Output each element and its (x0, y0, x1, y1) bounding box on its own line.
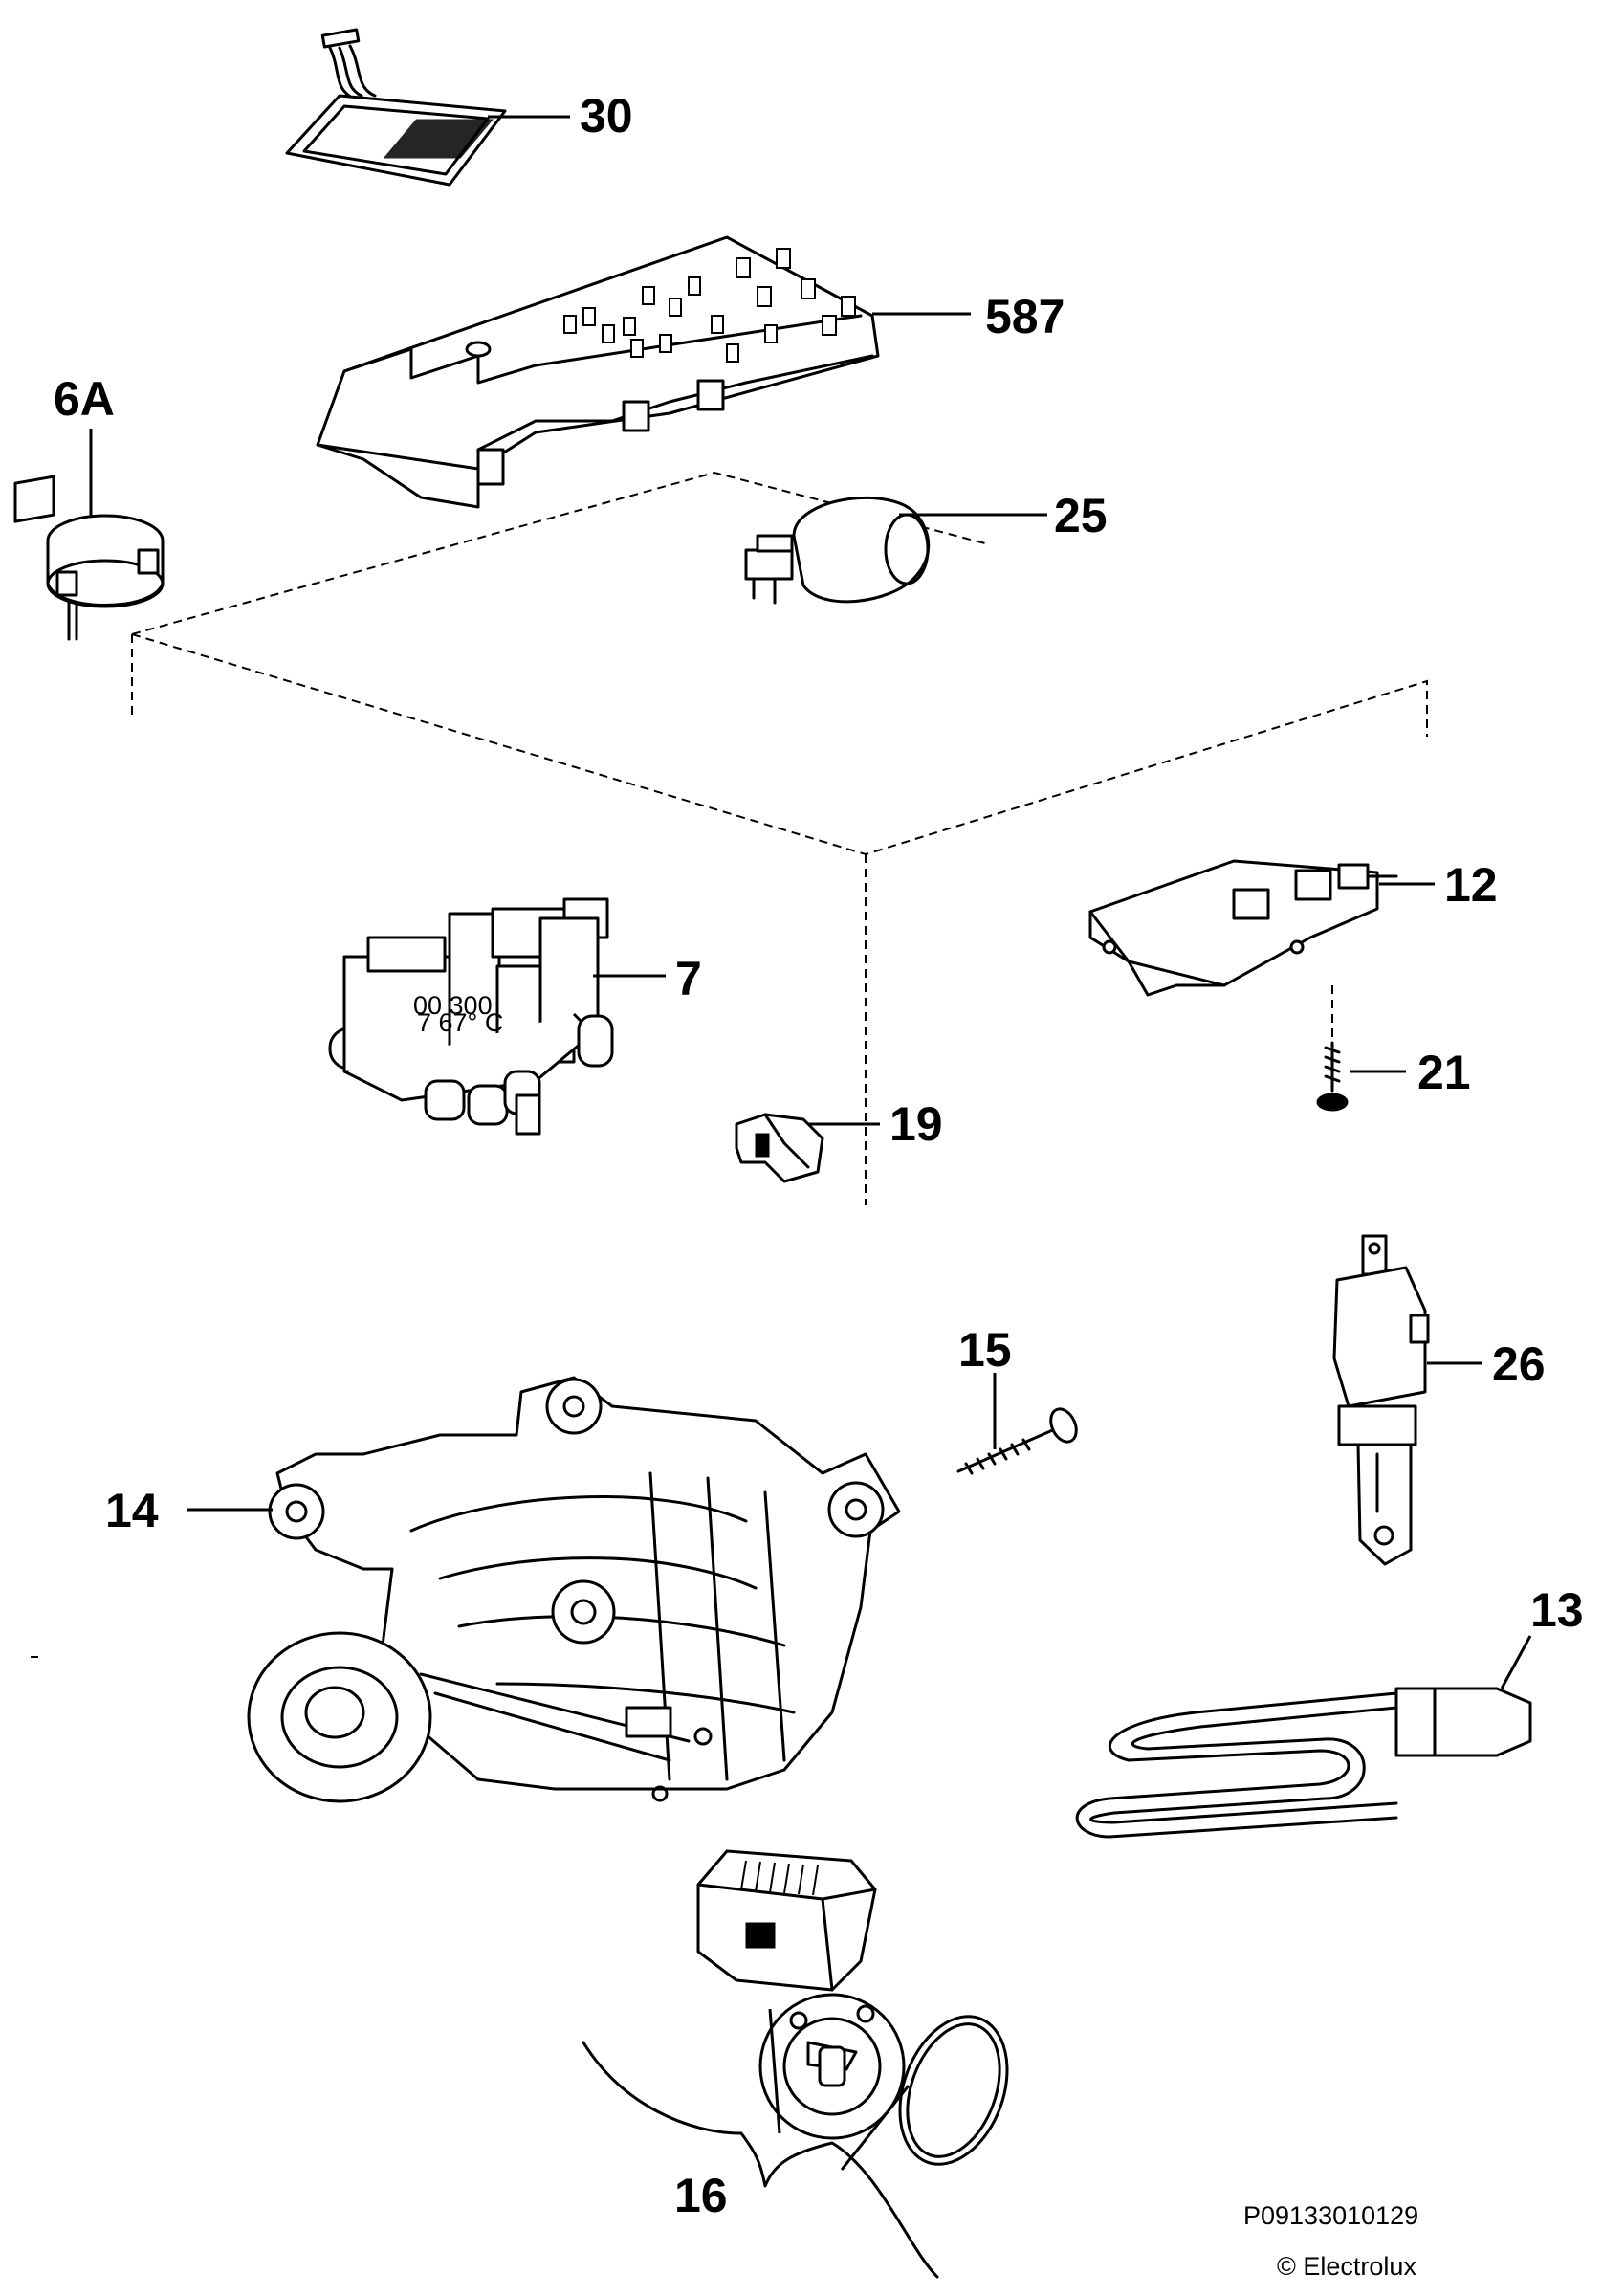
door-lock-icon (1088, 859, 1398, 997)
part-label-15: 15 (958, 1323, 1012, 1377)
part-label-587: 587 (985, 290, 1065, 343)
copyright-notice: © Electrolux (1277, 2252, 1416, 2281)
part-label-7: 7 (675, 952, 702, 1005)
leader-13 (1500, 1635, 1532, 1689)
motor-icon (247, 1376, 901, 1803)
svg-text:7 67° C: 7 67° C (417, 1008, 503, 1037)
solenoid-valve-icon: 00 300 7 67° C (328, 897, 614, 1136)
part-label-12: 12 (1444, 858, 1498, 912)
control-board-icon (316, 235, 880, 509)
gasket-ring-icon (898, 2015, 1009, 2166)
screw-icon-15 (956, 1373, 1078, 1475)
part-label-30: 30 (580, 89, 633, 143)
part-label-19: 19 (889, 1097, 943, 1151)
svg-text:00 300: 00 300 (413, 991, 493, 1020)
pressure-switch-icon (13, 475, 165, 641)
heating-element-icon (1075, 1687, 1532, 1839)
part-label-25: 25 (1054, 489, 1108, 542)
sensor-icon (1332, 1234, 1430, 1566)
leader-16 (582, 2008, 939, 2279)
part-label-14: 14 (105, 1484, 159, 1537)
drain-pump-icon (696, 1849, 906, 2140)
cabinet-outline (131, 471, 1428, 1205)
part-label-13: 13 (1530, 1583, 1584, 1637)
drawing-code: P09133010129 (1243, 2201, 1418, 2230)
part-label-16: 16 (674, 2169, 728, 2222)
connector-icon (735, 1113, 824, 1183)
part-label-26: 26 (1492, 1337, 1546, 1391)
part-label-21: 21 (1417, 1046, 1471, 1099)
ribbon-cable-icon (285, 28, 507, 187)
part-label-6a: 6A (54, 372, 115, 426)
screw-icon (1316, 985, 1349, 1112)
capacitor-icon (744, 496, 931, 605)
